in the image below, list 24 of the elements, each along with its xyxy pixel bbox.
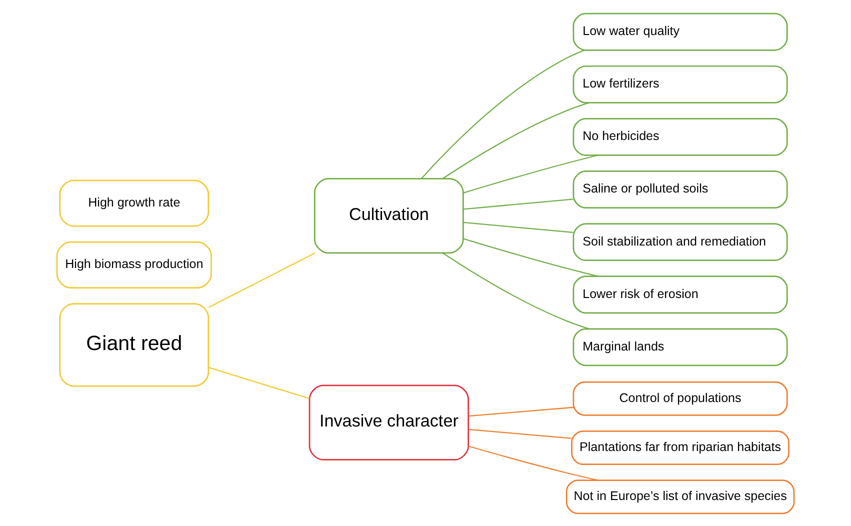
connector	[468, 428, 572, 438]
connector	[208, 252, 316, 308]
node-box: Giant reed	[59, 302, 210, 386]
node-box: Cultivation	[314, 177, 464, 254]
connector	[463, 154, 598, 193]
node-box: Control of populations	[572, 380, 788, 416]
node-box: Low fertilizers	[572, 64, 788, 103]
connector	[208, 366, 310, 399]
connector	[463, 198, 574, 210]
node-box: Not in Europe’s list of invasive species	[566, 479, 795, 514]
node-box: High growth rate	[59, 179, 210, 226]
node-box: Saline or polluted soils	[572, 170, 788, 208]
node-box: Lower risk of erosion	[572, 275, 788, 314]
node-box: Low water quality	[572, 12, 788, 50]
node-box: Plantations far from riparian habitats	[571, 430, 790, 464]
node-box: Invasive character	[308, 384, 470, 460]
connector	[468, 406, 574, 416]
connector	[463, 221, 574, 233]
node-box: Soil stabilization and remediation	[572, 222, 788, 261]
node-box: No herbicides	[572, 118, 788, 156]
node-box: Marginal lands	[572, 328, 788, 366]
connector	[442, 102, 590, 179]
connector	[421, 49, 585, 178]
node-box: High biomass production	[56, 240, 212, 288]
